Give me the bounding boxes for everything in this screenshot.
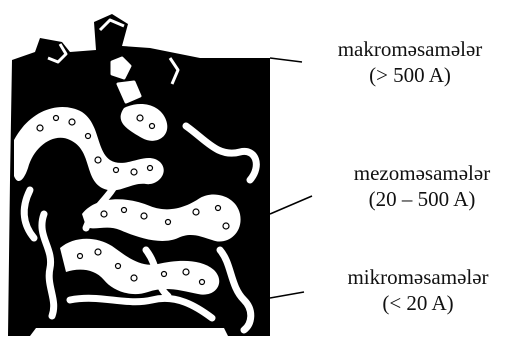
label-mesopores: mezoməsamələr (20 – 500 A) [322, 160, 522, 212]
label-micropores: mikroməsamələr (< 20 A) [310, 264, 526, 316]
pore-speckles [36, 114, 230, 286]
macropores [47, 18, 180, 104]
micropore-channels [20, 122, 260, 334]
label-macropores-name: makroməsamələr [337, 37, 483, 61]
label-mesopores-name: mezoməsamələr [353, 161, 491, 185]
label-macropores-range: (> 500 A) [369, 63, 451, 87]
label-micropores-range: (< 20 A) [382, 291, 454, 315]
leader-line-meso [269, 195, 313, 215]
leader-line-micro [269, 291, 305, 299]
label-micropores-name: mikroməsamələr [347, 265, 489, 289]
mesopore-channels [14, 104, 241, 295]
leader-lines [269, 57, 313, 299]
label-mesopores-range: (20 – 500 A) [368, 187, 476, 211]
leader-line-macro [269, 57, 303, 63]
label-macropores: makroməsamələr (> 500 A) [300, 36, 520, 88]
